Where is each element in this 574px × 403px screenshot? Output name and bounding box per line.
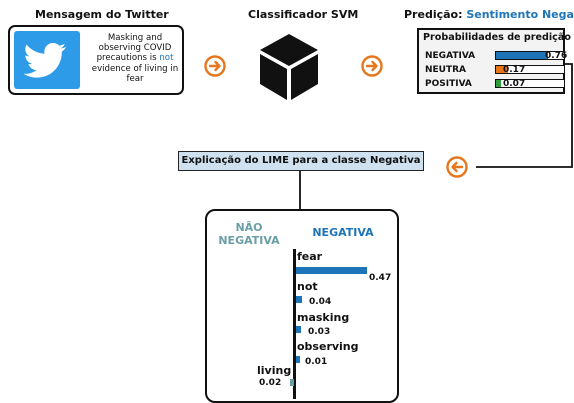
lime-explanation-panel: NÃO NEGATIVA NEGATIVA fear 0.47 not 0.04… [205,209,399,403]
arrow-right-icon [204,55,226,77]
prob-value: 0.76 [545,51,568,61]
feature-bar [290,379,294,386]
tweet-heading: Mensagem do Twitter [35,8,169,21]
prob-bar-fill [496,52,548,59]
feature-value: 0.47 [369,273,392,283]
tweet-card: Masking and observing COVID precautions … [8,25,184,95]
arrow-right-icon [361,55,383,77]
feature-value: 0.03 [308,327,331,337]
class-not-negative-label: NÃO NEGATIVA [218,221,280,247]
prob-bar-track [495,65,565,74]
feature-word: observing [297,340,359,353]
prob-value: 0.07 [503,79,526,89]
feature-value: 0.02 [259,378,282,388]
prob-title: Probabilidades de predição [423,32,571,43]
lime-explanation-label: Explicação do LIME para a classe Negativ… [178,151,424,171]
classifier-heading: Classificador SVM [248,8,359,21]
arrow-left-icon [446,156,468,178]
feature-word: not [297,280,318,293]
prediction-probabilities-box: Probabilidades de predição NEGATIVA 0.76… [417,28,571,94]
feature-bar [296,326,301,333]
twitter-bird-icon [14,31,80,89]
prediction-value: Sentimento Negativo [466,8,574,21]
prob-label: POSITIVA [425,79,472,89]
tweet-text-after: evidence of living in fear [91,63,179,84]
prob-value: 0.17 [503,65,526,75]
tweet-text-before: Masking and observing COVID precautions … [96,33,172,64]
tweet-text: Masking and observing COVID precautions … [86,33,184,91]
feature-word: masking [297,311,350,324]
cube-icon [260,34,318,100]
prediction-heading: Predição: Sentimento Negativo [404,8,574,21]
feature-bar [296,296,302,303]
feature-bar [296,356,300,363]
feature-value: 0.04 [309,297,332,307]
prob-label: NEGATIVA [425,51,476,61]
feature-word: living [257,364,292,377]
prediction-prefix: Predição: [404,8,467,21]
feature-bar [296,267,367,274]
prob-bar-track [495,79,565,88]
prob-bar-track [495,51,565,60]
tweet-text-highlight: not [159,53,174,64]
feature-word: fear [297,250,323,263]
feature-value: 0.01 [305,357,328,367]
class-negative-label: NEGATIVA [312,226,374,239]
prob-bar-fill [496,80,501,87]
lime-axis-line [293,249,296,399]
prob-label: NEUTRA [425,65,467,75]
prob-bar-fill [496,66,508,73]
